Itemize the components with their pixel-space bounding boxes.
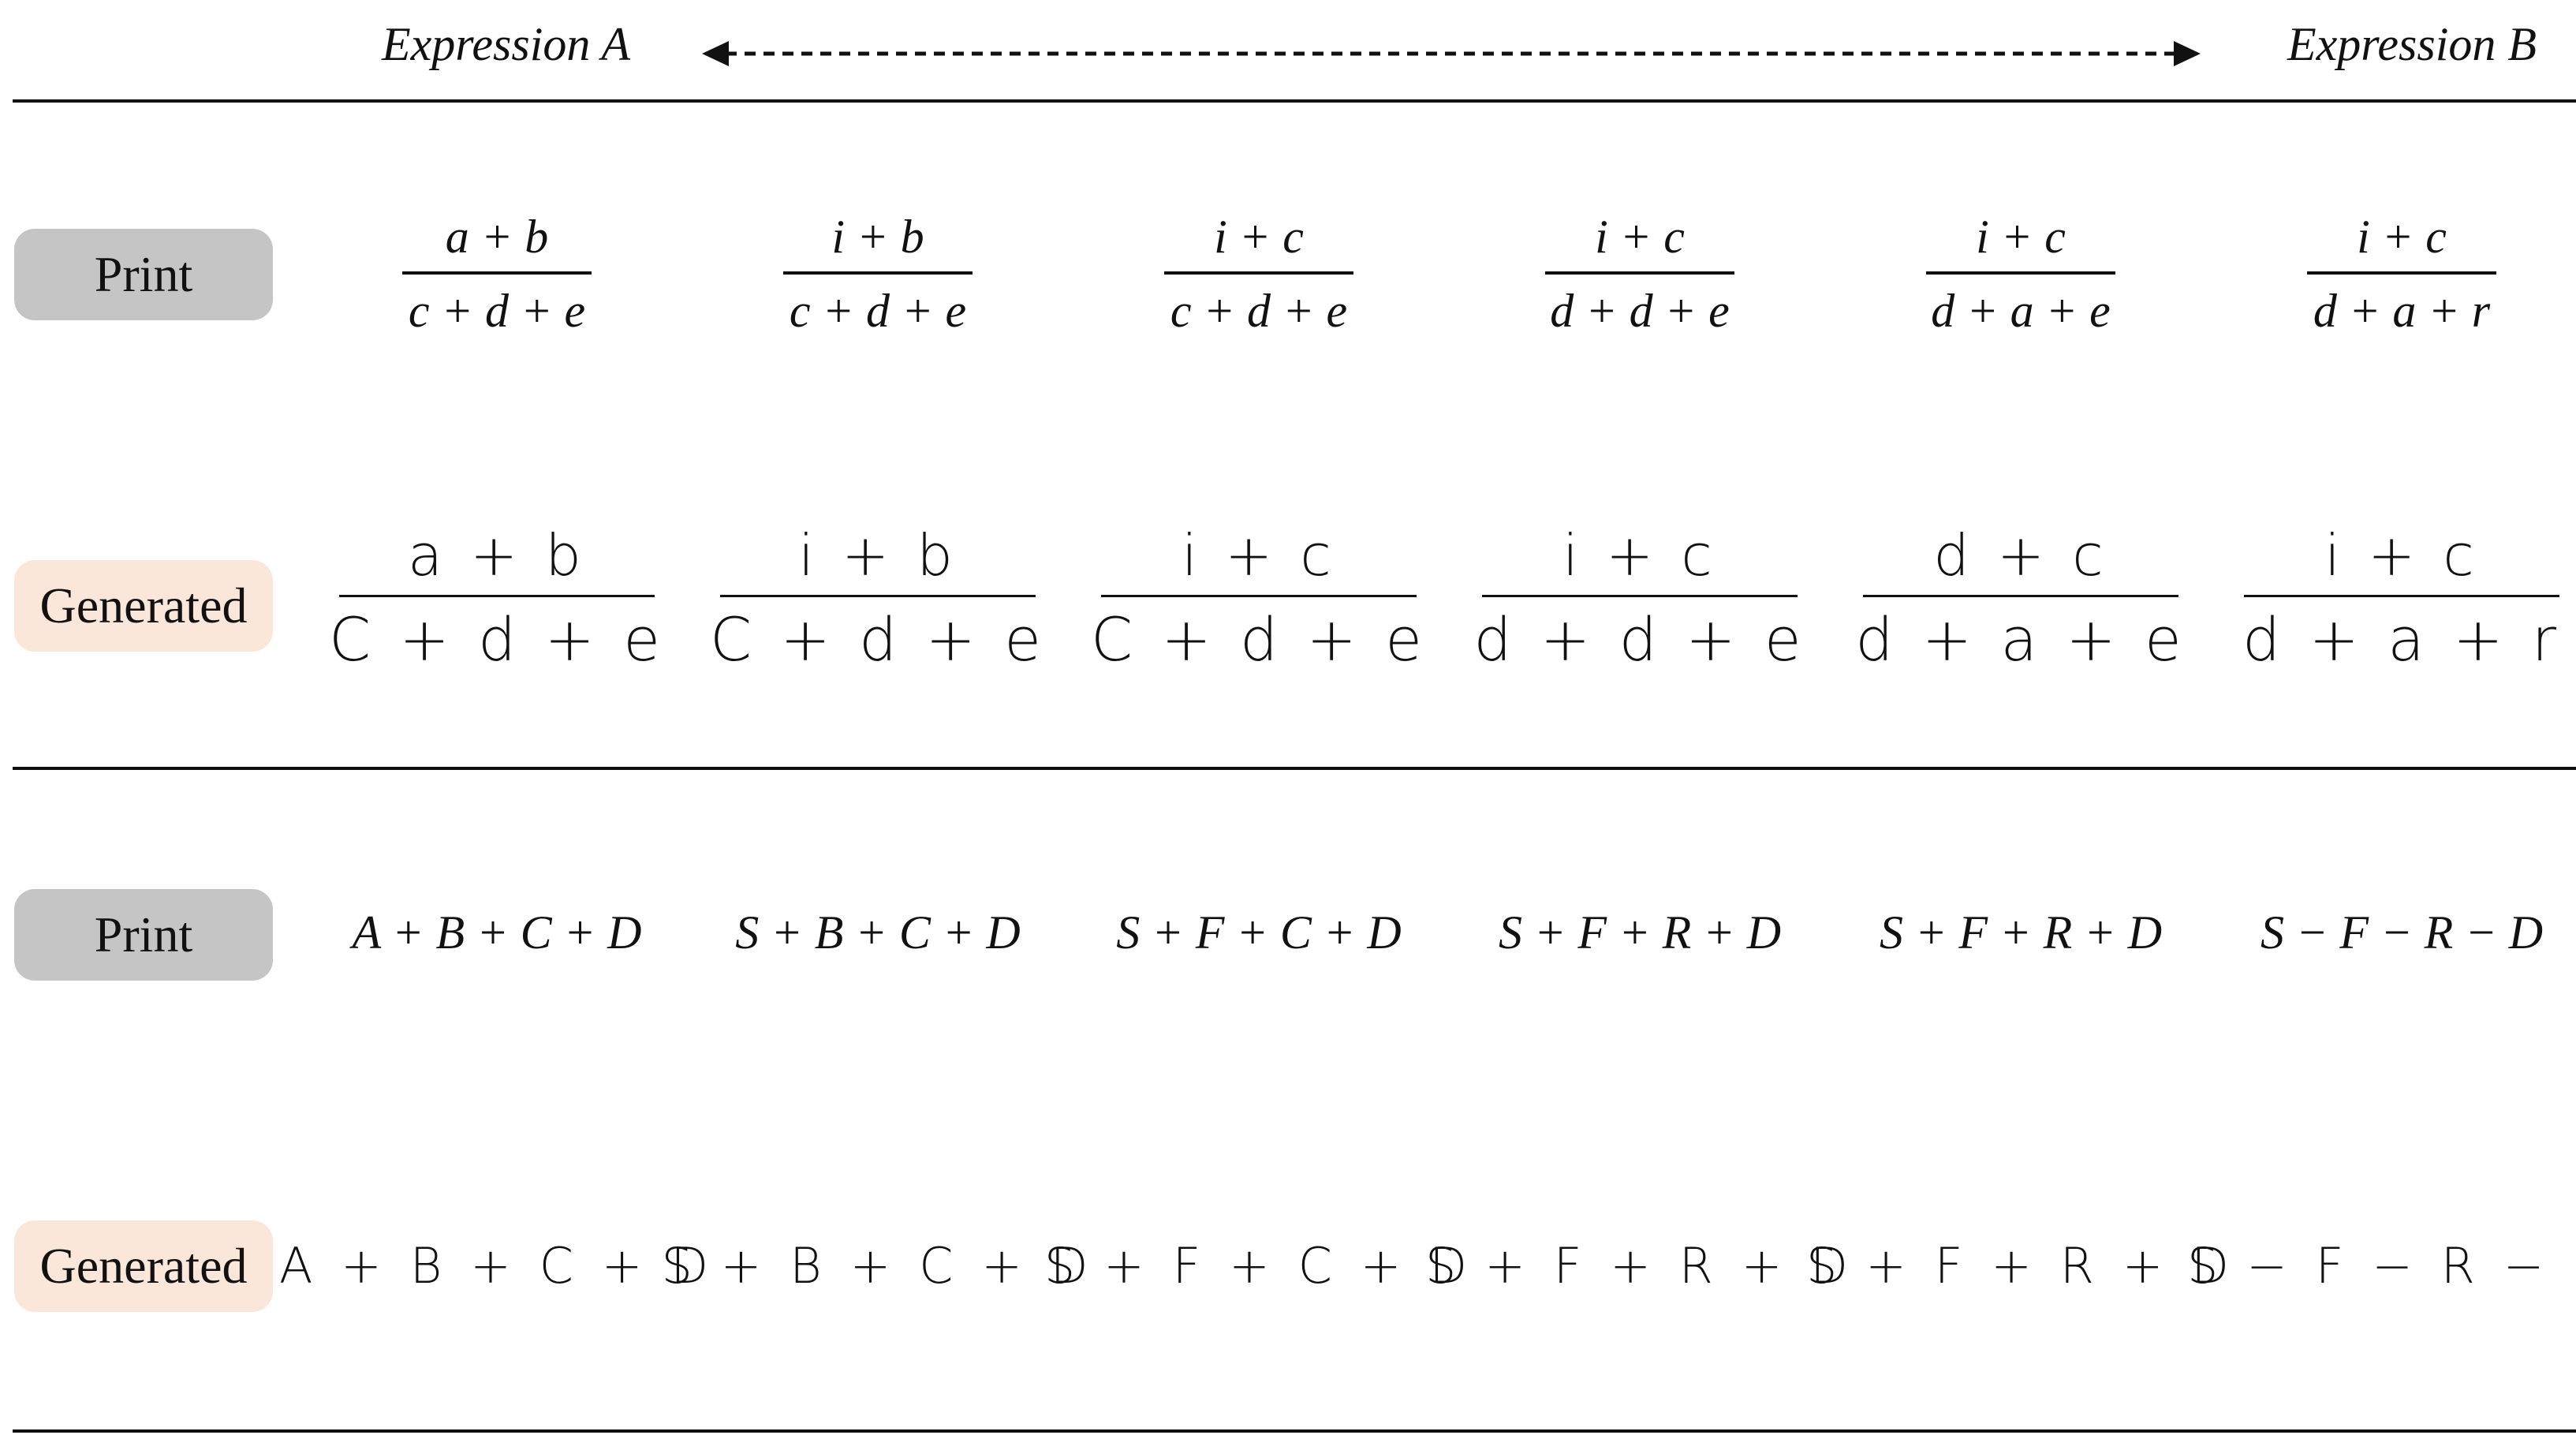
print-label-badge: Print — [14, 229, 273, 320]
fraction-bar — [2307, 271, 2496, 275]
print-fraction-cell: a + b c + d + e — [308, 213, 686, 334]
numerator: a + b — [445, 211, 549, 263]
denominator: d + d + e — [1550, 285, 1730, 337]
bottom-rule — [13, 1429, 2576, 1433]
expression: S − F − R − D — [2260, 906, 2544, 959]
denominator: d + a + r — [2242, 604, 2562, 675]
fraction-bar — [1101, 595, 1417, 597]
fraction: i + c d + d + e — [1545, 213, 1734, 334]
print-fraction-cell: i + c c + d + e — [1070, 213, 1448, 334]
fraction-bar — [783, 271, 973, 275]
generated-label-badge: Generated — [14, 1220, 273, 1312]
expression: S + F + R + D — [1879, 906, 2163, 959]
expression: A + B + C + D — [352, 906, 642, 959]
denominator: d + d + e — [1473, 604, 1806, 675]
print-fraction-cell: i + c d + d + e — [1450, 213, 1829, 334]
handwritten-expression: S + B + C + D — [661, 1237, 1095, 1295]
print-expression-cell: S + F + R + D — [1450, 906, 1829, 960]
handwritten-expression: S + F + C + D — [1043, 1237, 1474, 1295]
numerator: d + c — [1933, 522, 2108, 589]
numerator: i + c — [1976, 211, 2066, 263]
interpolation-arrow-icon — [702, 41, 2201, 66]
fraction: i + c c + d + e — [1164, 213, 1353, 334]
denominator: c + d + e — [789, 285, 967, 337]
numerator: i + c — [1214, 211, 1304, 263]
denominator: d + a + e — [1931, 285, 2111, 337]
fraction-bar — [720, 595, 1036, 597]
expression-a-header: Expression A — [382, 18, 630, 70]
denominator: c + d + e — [408, 285, 586, 337]
generated-expression-cell: S + B + C + D — [661, 1237, 1088, 1295]
numerator: i + c — [2324, 522, 2479, 589]
print-label-badge: Print — [14, 889, 273, 981]
denominator: C + d + e — [1090, 604, 1428, 675]
numerator: i + c — [2357, 211, 2447, 263]
fraction: i + c d + a + r — [2307, 213, 2496, 334]
denominator: d + a + e — [1855, 604, 2186, 675]
denominator: d + a + r — [2313, 285, 2491, 337]
print-expression-cell: S − F − R − D — [2212, 906, 2576, 960]
denominator: c + d + e — [1170, 285, 1348, 337]
generated-expression-cell: S − F − R − D — [2187, 1237, 2576, 1295]
fraction: i + c d + a + e — [1926, 213, 2115, 334]
generated-expression-cell: A + B + C + D — [279, 1237, 708, 1295]
numerator: i + c — [1182, 522, 1336, 589]
generated-expression-cell: S + F + R + D — [1806, 1237, 2229, 1295]
numerator: i + b — [831, 211, 924, 263]
expression: S + F + R + D — [1498, 906, 1782, 959]
handwritten-expression: A + B + C + D — [278, 1237, 715, 1295]
generated-expression-cell: S + F + R + D — [1425, 1237, 1848, 1295]
numerator: a + b — [408, 522, 586, 589]
generated-expression-cell: S + F + C + D — [1044, 1237, 1467, 1295]
expression: S + B + C + D — [735, 906, 1021, 959]
denominator: C + d + e — [709, 604, 1047, 675]
numerator: i + c — [1562, 522, 1717, 589]
numerator: i + b — [798, 522, 958, 589]
denominator: C + d + e — [328, 604, 666, 675]
generated-label-badge: Generated — [14, 560, 273, 652]
fraction-bar — [1164, 271, 1353, 275]
fraction-bar — [339, 595, 655, 597]
print-expression-cell: S + F + R + D — [1831, 906, 2210, 960]
expression-b-header: Expression B — [2287, 18, 2537, 70]
top-rule — [13, 99, 2576, 103]
middle-rule — [13, 767, 2576, 770]
fraction-bar — [1926, 271, 2115, 275]
fraction-bar — [1862, 595, 2178, 597]
expression: S + F + C + D — [1116, 906, 1402, 959]
print-fraction-cell: i + c d + a + e — [1831, 213, 2210, 334]
fraction: i + b c + d + e — [783, 213, 973, 334]
print-expression-cell: S + B + C + D — [689, 906, 1067, 960]
handwritten-expression: S + F + R + D — [1425, 1237, 1854, 1295]
print-fraction-cell: i + b c + d + e — [689, 213, 1067, 334]
fraction-bar — [1545, 271, 1734, 275]
print-fraction-cell: i + c d + a + r — [2212, 213, 2576, 334]
numerator: i + c — [1595, 211, 1685, 263]
fraction-bar — [402, 271, 592, 275]
fraction-bar — [2244, 595, 2559, 597]
print-expression-cell: S + F + C + D — [1070, 906, 1448, 960]
print-expression-cell: A + B + C + D — [308, 906, 686, 960]
handwritten-expression: S + F + R + D — [1806, 1237, 2235, 1295]
fraction-bar — [1481, 595, 1798, 597]
fraction: a + b c + d + e — [402, 213, 592, 334]
handwritten-expression: S − F − R − D — [2187, 1237, 2576, 1295]
